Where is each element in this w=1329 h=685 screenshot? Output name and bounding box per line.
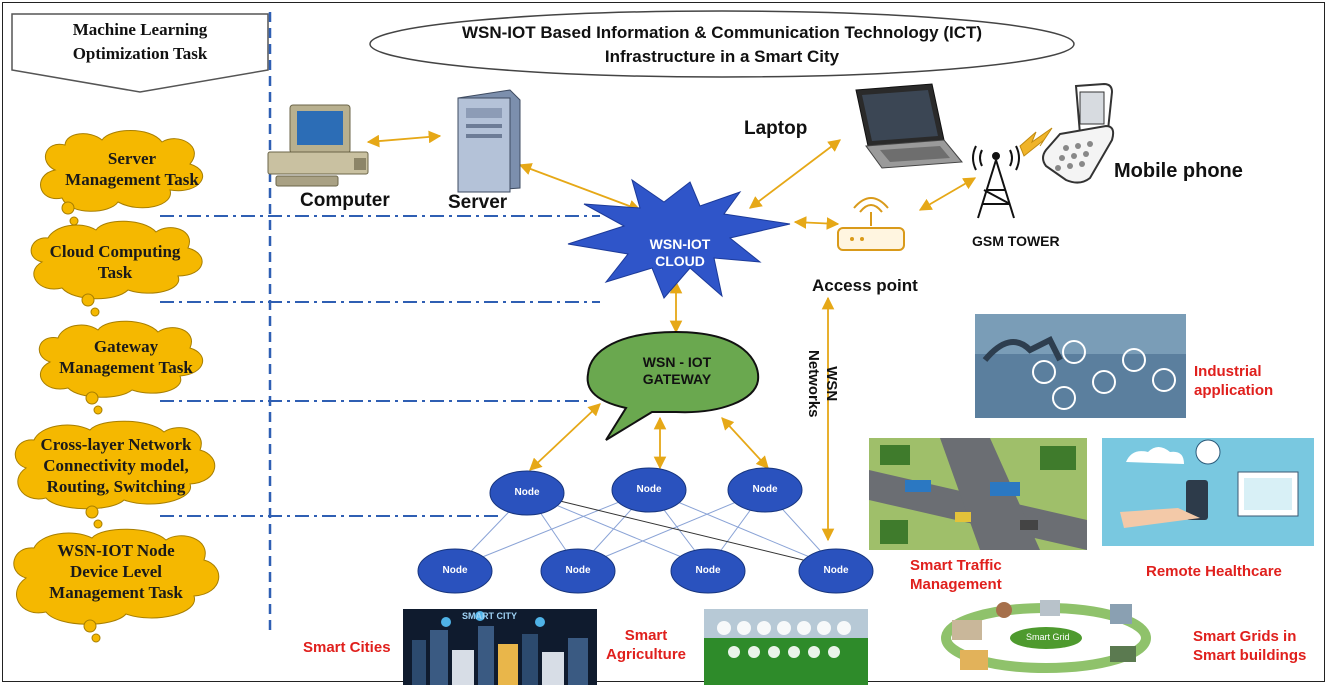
- smart-cities-image: [403, 609, 597, 685]
- task-label-line: WSN-IOT Node: [57, 541, 175, 560]
- mobile-phone-icon: [1042, 82, 1115, 184]
- remote-healthcare-image: [1102, 438, 1314, 546]
- task-label-line: Management Task: [59, 358, 193, 377]
- gateway-line1: WSN - IOT: [642, 354, 712, 370]
- title-line1: WSN-IOT Based Information & Communicatio…: [461, 23, 983, 42]
- task-label-line: Server: [107, 149, 157, 168]
- wsn-networks-line2: Networks: [805, 350, 822, 418]
- industrial-line2: application: [1194, 382, 1274, 399]
- task-server-management: Server Management Task: [46, 148, 218, 190]
- cloud-line2: CLOUD: [655, 253, 705, 269]
- sensor-nodes: [417, 467, 874, 594]
- industrial-application-label: Industrial application: [1194, 362, 1273, 400]
- node-diagonal-link: [526, 492, 837, 569]
- wsn-networks-line1: WSN: [823, 366, 840, 402]
- computer-label: Computer: [300, 190, 390, 211]
- agri-line2: Agriculture: [606, 646, 687, 663]
- task-label-line: Management Task: [65, 170, 199, 189]
- industrial-line1: Industrial: [1194, 363, 1262, 380]
- node-ellipse: [727, 467, 803, 513]
- server-label: Server: [448, 192, 508, 213]
- ml-task-header: Machine Learning Optimization Task: [14, 18, 266, 66]
- wsn-networks-label: WSN Networks: [804, 350, 840, 418]
- smart-grids-label: Smart Grids in Smart buildings: [1193, 627, 1306, 665]
- task-label-line: Management Task: [49, 583, 183, 602]
- ml-task-header-line2: Optimization Task: [72, 44, 208, 63]
- computer-icon: [267, 104, 369, 187]
- smart-city-sign: SMART CITY: [462, 611, 517, 621]
- laptop-label: Laptop: [744, 118, 808, 139]
- node-ellipse: [611, 467, 687, 513]
- smart-cities-label: Smart Cities: [303, 639, 391, 656]
- agri-line1: Smart: [624, 627, 668, 644]
- laptop-icon: [855, 83, 963, 169]
- smart-agriculture-image: [704, 609, 868, 685]
- mobile-phone-label: Mobile phone: [1114, 160, 1243, 182]
- task-connector-lines: [160, 215, 600, 517]
- lightning-icon: [1019, 127, 1053, 157]
- smart-traffic-label: Smart Traffic Management: [910, 556, 1002, 594]
- task-label-line: Gateway: [93, 337, 159, 356]
- node-ellipse: [489, 470, 565, 516]
- node-ellipse: [670, 548, 746, 594]
- wsn-iot-gateway-shape: [586, 330, 760, 441]
- node-ellipse: [798, 548, 874, 594]
- title-ellipse: [369, 10, 1075, 78]
- node-label: Node: [752, 484, 778, 495]
- industrial-application-image: [975, 314, 1186, 418]
- task-label-line: Routing, Switching: [46, 477, 186, 496]
- node-label: Node: [565, 565, 591, 576]
- task-clouds: [13, 130, 220, 643]
- access-point-icon: [837, 197, 905, 251]
- remote-healthcare-label: Remote Healthcare: [1146, 563, 1282, 580]
- traffic-line1: Smart Traffic: [910, 557, 1002, 574]
- wsn-iot-gateway-label: WSN - IOT GATEWAY: [620, 354, 734, 388]
- task-cross-layer-network: Cross-layer Network Connectivity model, …: [16, 434, 216, 497]
- access-point-label: Access point: [812, 276, 918, 295]
- smart-grid-sign: Smart Grid: [1026, 632, 1070, 642]
- diagram-title: WSN-IOT Based Information & Communicatio…: [380, 21, 1064, 69]
- server-icon: [457, 89, 521, 193]
- grids-line2: Smart buildings: [1193, 647, 1307, 664]
- node-label: Node: [636, 484, 662, 495]
- cloud-line1: WSN-IOT: [649, 236, 711, 252]
- node-label: Node: [695, 565, 721, 576]
- connection-arrows: [366, 130, 977, 542]
- gsm-tower-icon: [972, 145, 1020, 219]
- task-label-line: Cloud Computing: [49, 242, 181, 261]
- task-label-line: Task: [97, 263, 133, 282]
- task-node-device-management: WSN-IOT Node Device Level Management Tas…: [16, 540, 216, 603]
- ml-task-header-line1: Machine Learning: [72, 20, 208, 39]
- node-ellipse: [540, 548, 616, 594]
- grids-line1: Smart Grids in: [1193, 628, 1297, 645]
- gateway-line2: GATEWAY: [642, 371, 712, 387]
- smart-traffic-image: [869, 438, 1087, 550]
- task-cloud-computing: Cloud Computing Task: [30, 241, 200, 283]
- ml-task-header-box: [11, 13, 269, 93]
- task-label-line: Cross-layer Network: [40, 435, 192, 454]
- node-ellipse: [417, 548, 493, 594]
- smart-agriculture-label: Smart Agriculture: [606, 626, 686, 664]
- task-label-line: Connectivity model,: [43, 456, 189, 475]
- smart-grids-image: [941, 600, 1151, 673]
- node-label: Node: [823, 565, 849, 576]
- node-label: Node: [514, 487, 540, 498]
- wsn-iot-cloud-label: WSN-IOT CLOUD: [620, 236, 740, 270]
- gsm-tower-label: GSM TOWER: [972, 233, 1060, 249]
- task-gateway-management: Gateway Management Task: [40, 336, 212, 378]
- wsn-iot-cloud-shape: [567, 178, 791, 299]
- title-line2: Infrastructure in a Smart City: [604, 47, 840, 66]
- traffic-line2: Management: [910, 576, 1002, 593]
- node-label: Node: [442, 565, 468, 576]
- task-label-line: Device Level: [69, 562, 163, 581]
